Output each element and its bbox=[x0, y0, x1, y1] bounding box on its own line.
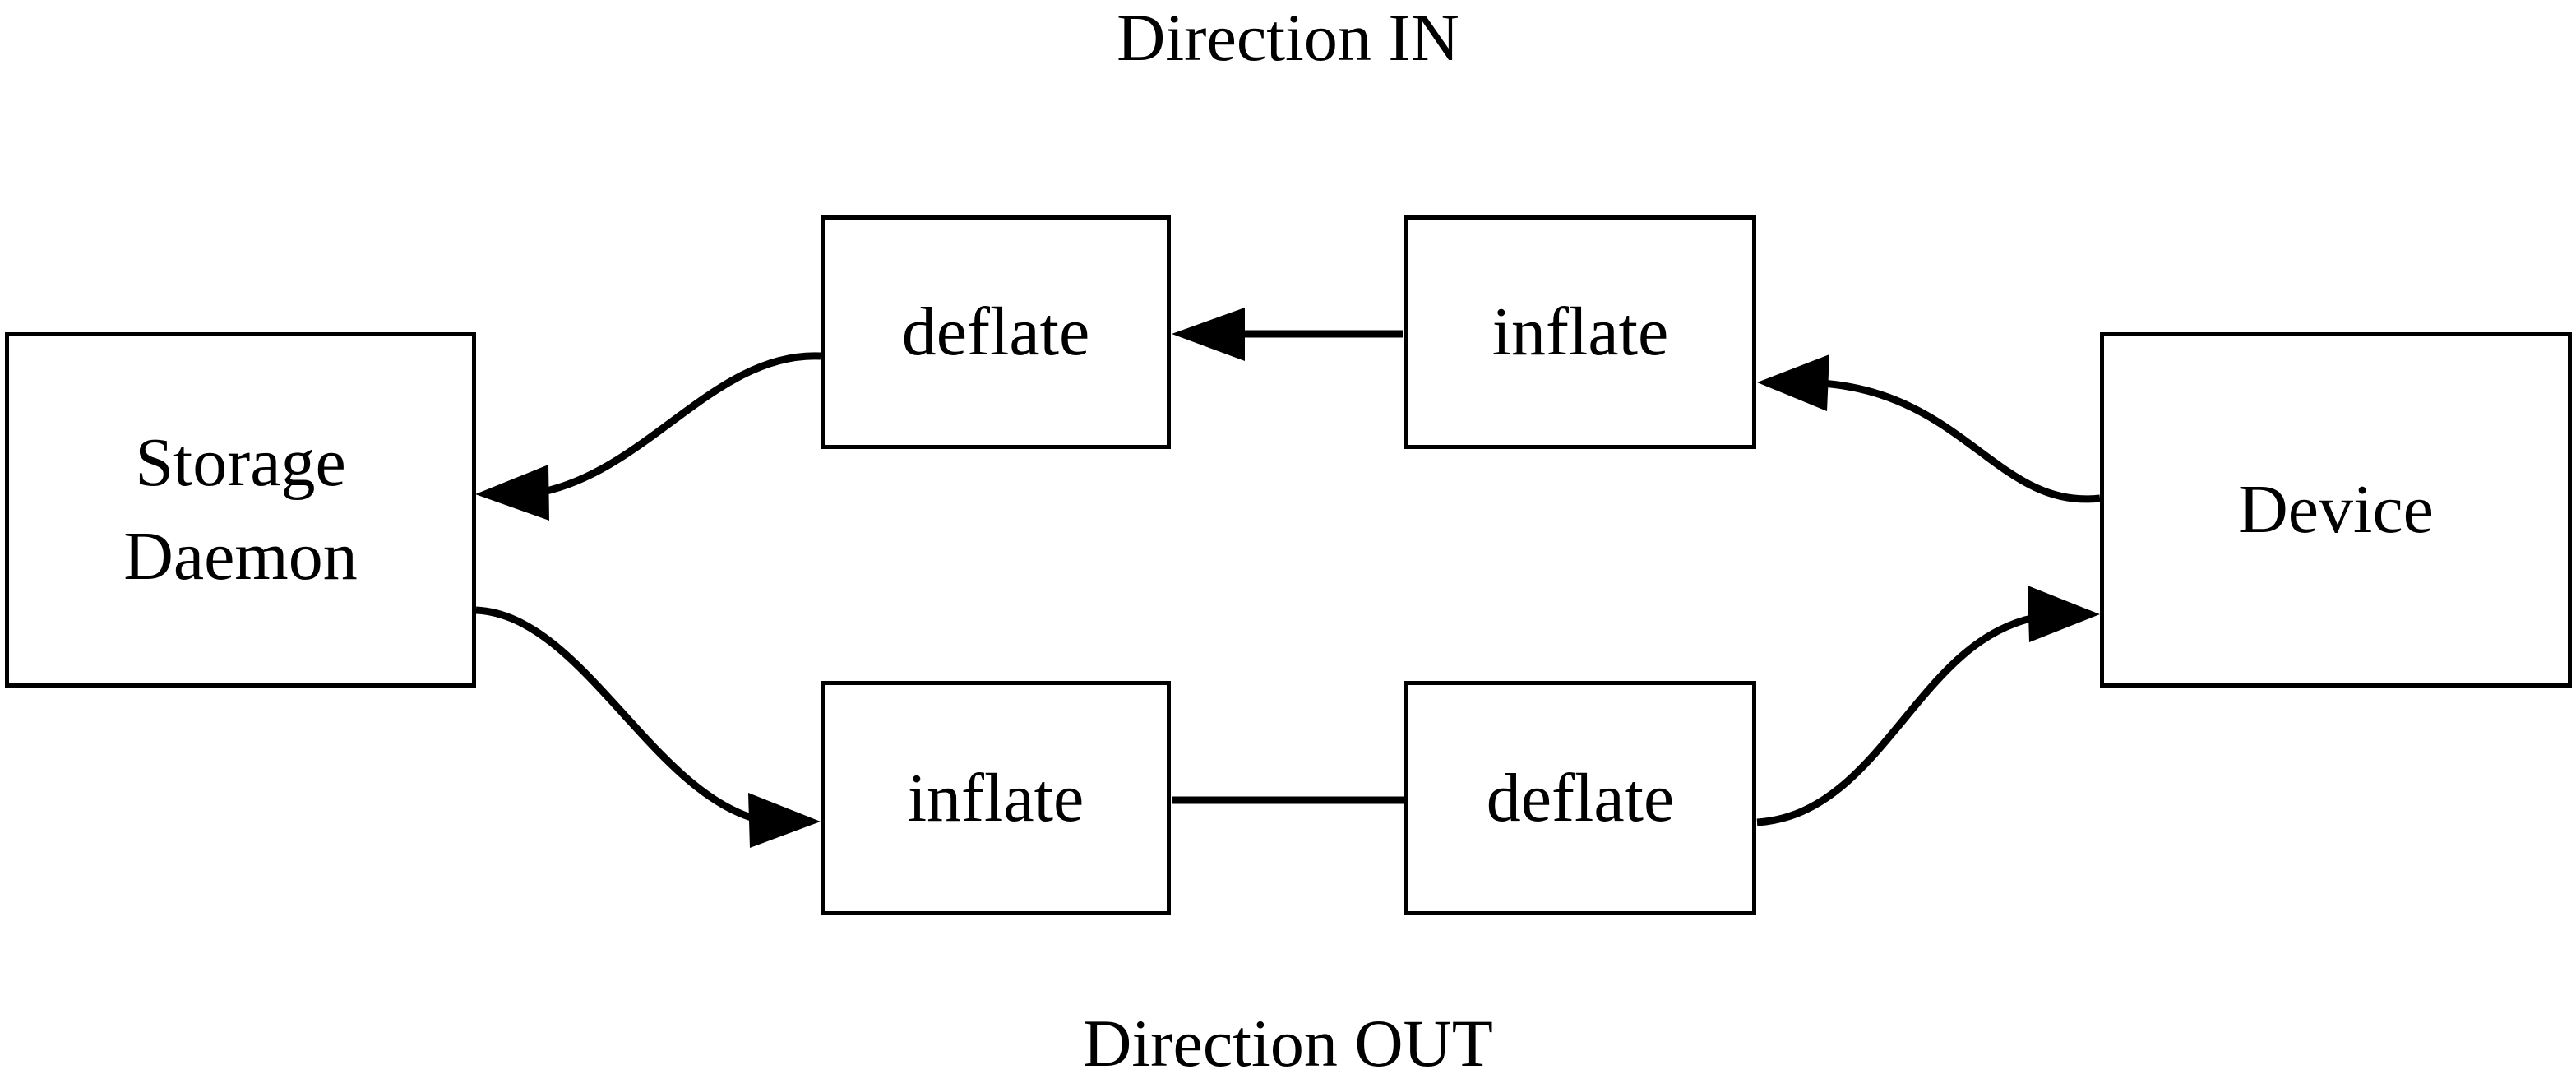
direction-out-label: Direction OUT bbox=[1083, 1006, 1493, 1081]
node-inflate-out[interactable]: inflate bbox=[821, 681, 1171, 915]
node-deflate-out-label: deflate bbox=[1486, 759, 1675, 836]
node-deflate-in-label: deflate bbox=[901, 294, 1090, 370]
edge-deflate-out-to-device bbox=[1756, 586, 2100, 826]
node-inflate-in-label: inflate bbox=[1491, 294, 1669, 370]
edge-deflate-in-to-storage-daemon bbox=[475, 352, 821, 521]
node-deflate-in[interactable]: deflate bbox=[821, 215, 1171, 449]
node-device[interactable]: Device bbox=[2100, 332, 2572, 688]
node-storage-daemon-label-line2: Daemon bbox=[123, 518, 358, 595]
node-device-label: Device bbox=[2238, 471, 2434, 548]
edge-device-to-inflate-in bbox=[1757, 354, 2101, 503]
node-storage-daemon-label-line1: Storage bbox=[135, 424, 346, 501]
edge-storage-daemon-to-inflate-out bbox=[475, 606, 821, 848]
node-inflate-in[interactable]: inflate bbox=[1404, 215, 1756, 449]
node-deflate-out[interactable]: deflate bbox=[1404, 681, 1756, 915]
edge-inflate-in-to-deflate-in bbox=[1172, 308, 1403, 361]
node-inflate-out-label: inflate bbox=[907, 759, 1085, 836]
direction-in-label: Direction IN bbox=[1117, 0, 1459, 75]
node-storage-daemon[interactable]: Storage Daemon bbox=[5, 332, 476, 688]
